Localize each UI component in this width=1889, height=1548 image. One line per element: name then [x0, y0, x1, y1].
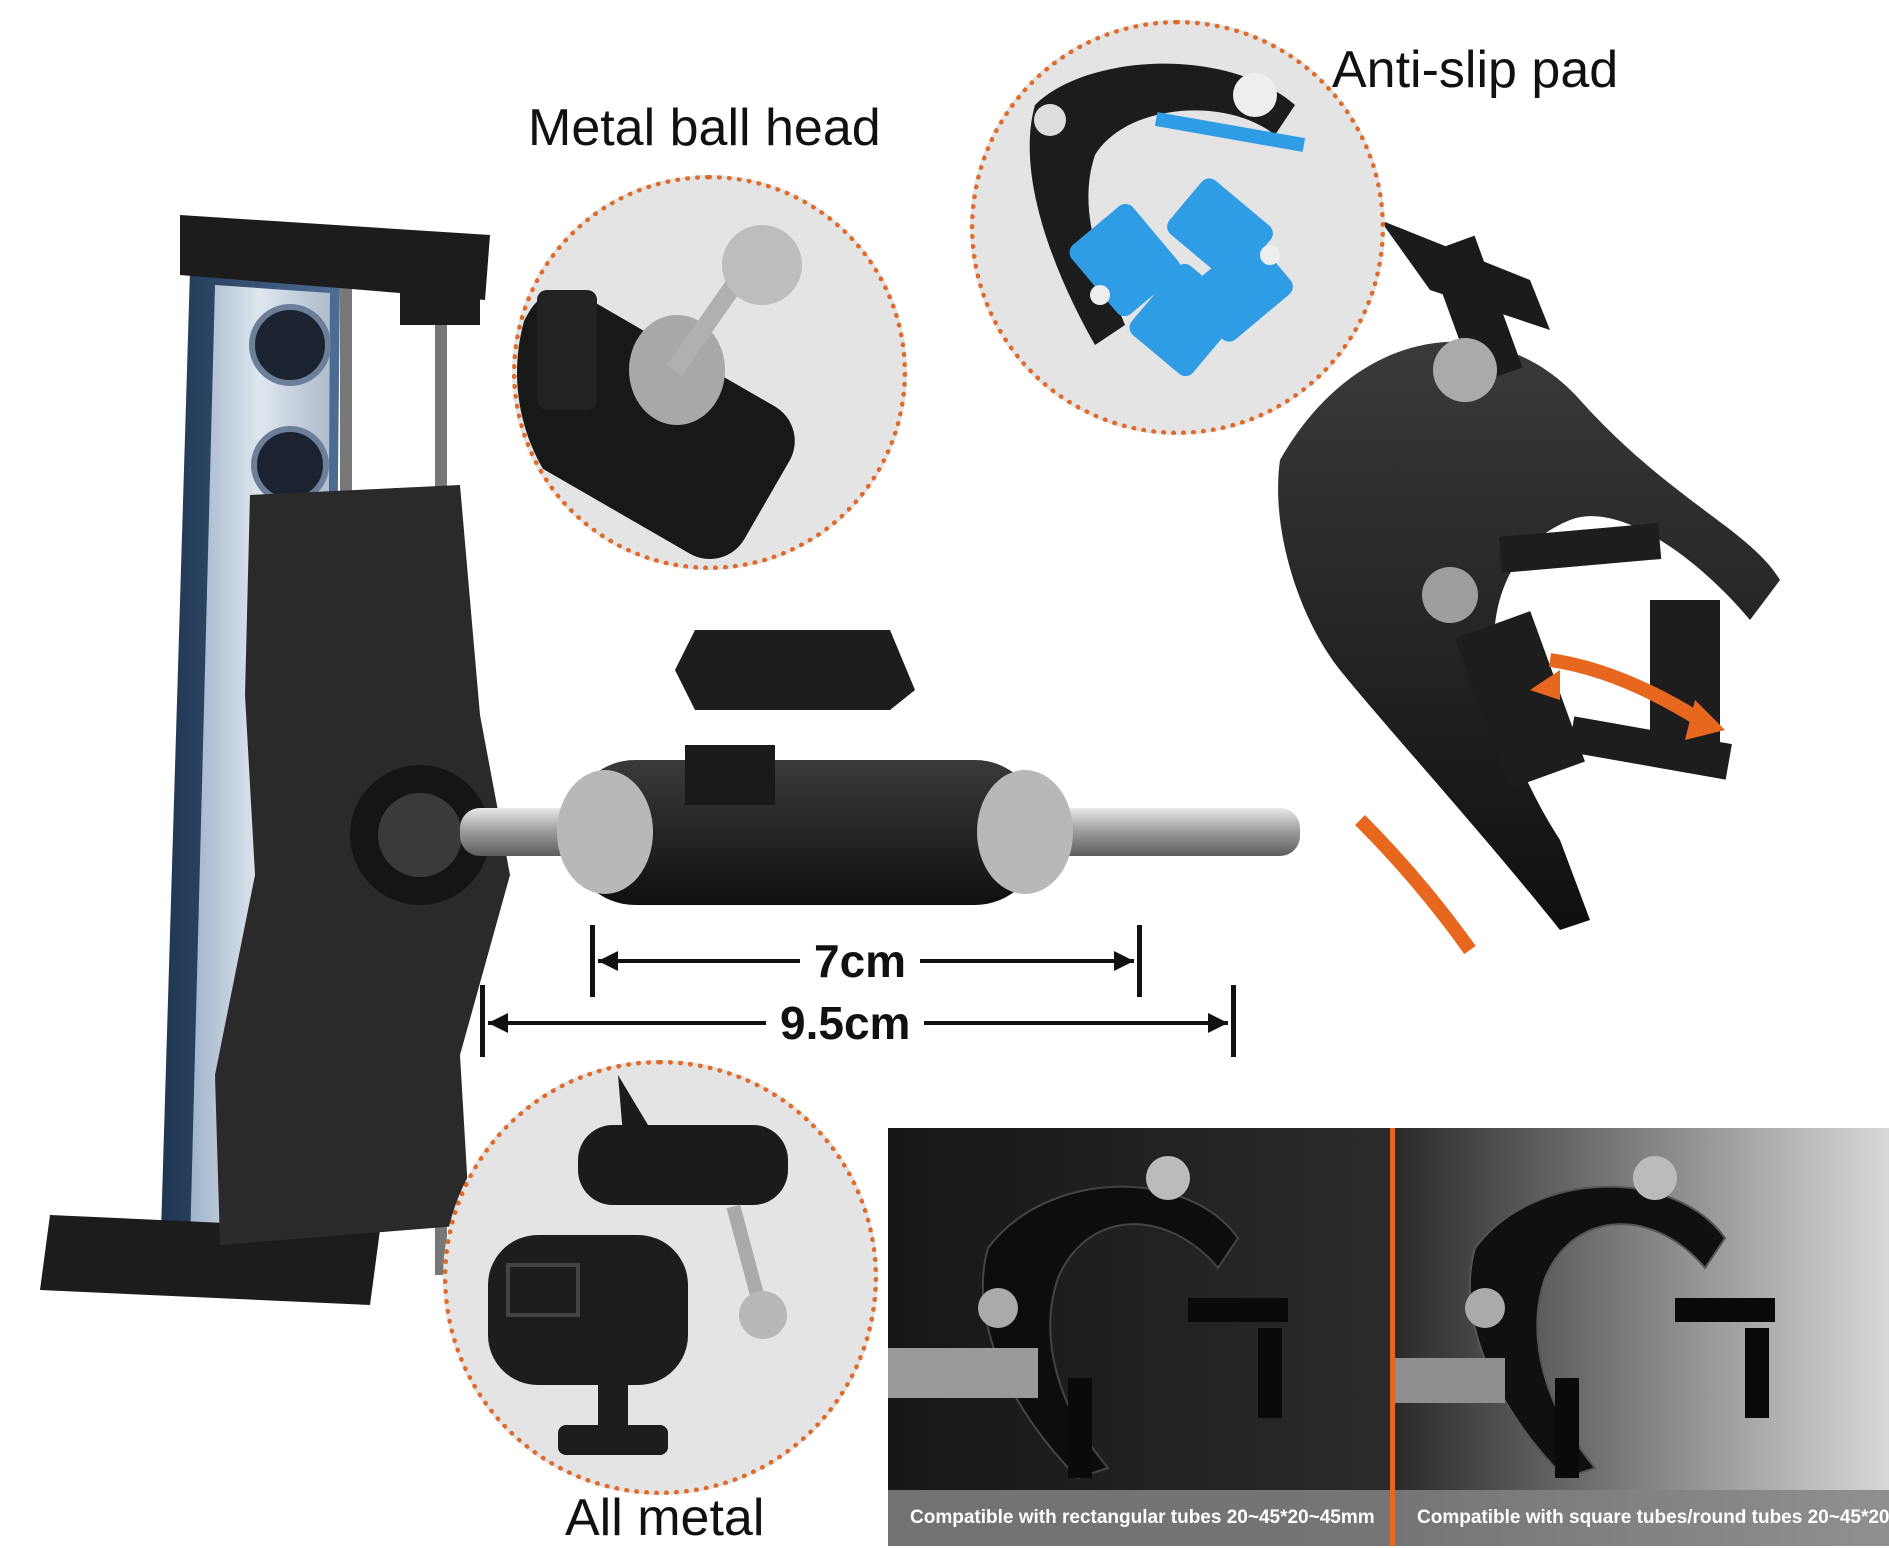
panel-rectangular-caption: Compatible with rectangular tubes 20~45*…: [888, 1490, 1390, 1546]
panel-rectangular-tubes: Compatible with rectangular tubes 20~45*…: [888, 1128, 1390, 1546]
callout-ball-head-label: Metal ball head: [528, 99, 881, 157]
dimension-9-5cm-label: 9.5cm: [766, 998, 925, 1048]
anti-slip-detail: [1029, 63, 1306, 377]
panel-rectangular-illustration: [888, 1156, 1288, 1480]
panel-square-round-tubes: Compatible with square tubes/round tubes…: [1395, 1128, 1889, 1546]
ball-head-detail: [517, 225, 802, 559]
panel-square-round-illustration: [1395, 1156, 1775, 1480]
callout-all-metal-label: All metal: [565, 1489, 765, 1547]
panel-divider: [1390, 1128, 1395, 1546]
all-metal-detail: [488, 1075, 788, 1455]
callout-anti-slip-circle: [970, 20, 1385, 435]
panel-square-round-caption: Compatible with square tubes/round tubes…: [1395, 1490, 1889, 1546]
phone-holder: [40, 215, 510, 1305]
dimension-7cm: 7cm: [590, 925, 1142, 997]
callout-all-metal-circle: [443, 1060, 878, 1495]
dimension-7cm-label: 7cm: [800, 936, 921, 986]
callout-anti-slip-label: Anti-slip pad: [1332, 41, 1619, 99]
dimension-9-5cm: 9.5cm: [480, 985, 1236, 1057]
arm-and-clamp: [460, 220, 1780, 955]
callout-ball-head-circle: [512, 175, 907, 570]
